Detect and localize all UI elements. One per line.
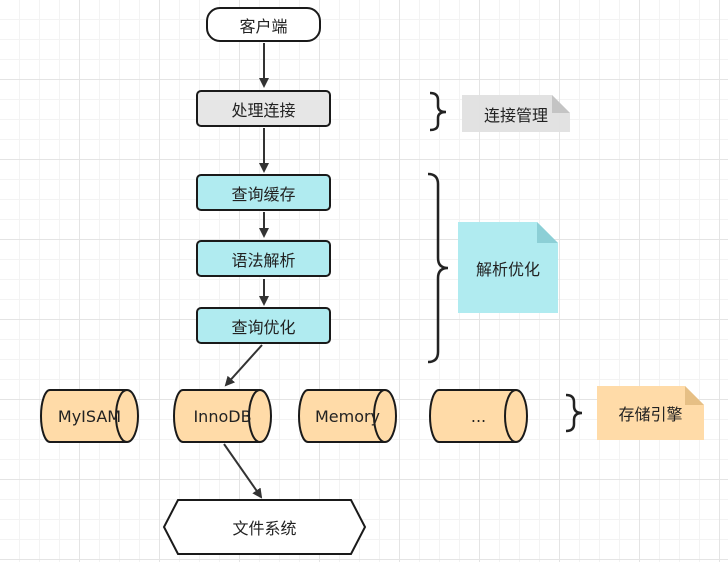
note-storage-engine: 存储引擎 [597, 386, 704, 440]
engine-label: ... [470, 406, 487, 426]
note-parse-shape [458, 222, 558, 313]
note-connection-label: 连接管理 [483, 105, 548, 125]
note-parse-label: 解析优化 [475, 259, 540, 279]
cylinder-shape [429, 389, 528, 443]
syntax-parse-label: 语法解析 [231, 250, 296, 270]
note-connection-shape [462, 95, 570, 132]
brace-parse-optimize [427, 172, 449, 364]
cylinder-shape [173, 389, 272, 443]
note-parse-optimize: 解析优化 [458, 222, 558, 313]
filesystem-node[interactable]: 文件系统 [163, 499, 366, 554]
syntax-parse-node[interactable]: 语法解析 [196, 240, 331, 277]
cylinder-shape [40, 389, 139, 443]
filesystem-label: 文件系统 [232, 518, 297, 538]
engine-more[interactable]: ... [429, 389, 528, 443]
arrow-innodb-to-filesystem [223, 443, 263, 499]
arrow-optimize-to-innodb [224, 344, 263, 387]
note-connection-management: 连接管理 [462, 95, 570, 132]
note-storage-shape [597, 386, 704, 440]
connection-handling-node[interactable]: 处理连接 [196, 90, 331, 127]
brace-storage [565, 393, 583, 433]
query-optimize-node[interactable]: 查询优化 [196, 307, 331, 344]
engine-label: InnoDB [193, 406, 252, 426]
filesystem-hexagon [162, 499, 367, 555]
connection-handling-label: 处理连接 [231, 100, 296, 120]
query-cache-node[interactable]: 查询缓存 [196, 174, 331, 211]
query-cache-label: 查询缓存 [231, 184, 296, 204]
engine-label: MyISAM [57, 406, 122, 426]
client-label: 客户端 [239, 16, 288, 36]
cylinder-shape [298, 389, 397, 443]
engine-myisam[interactable]: MyISAM [40, 389, 139, 443]
engine-memory[interactable]: Memory [298, 389, 397, 443]
client-node[interactable]: 客户端 [206, 7, 321, 42]
engine-label: Memory [314, 406, 381, 426]
query-optimize-label: 查询优化 [231, 317, 296, 337]
note-storage-label: 存储引擎 [618, 405, 683, 424]
engine-innodb[interactable]: InnoDB [173, 389, 272, 443]
brace-connection [429, 91, 447, 132]
